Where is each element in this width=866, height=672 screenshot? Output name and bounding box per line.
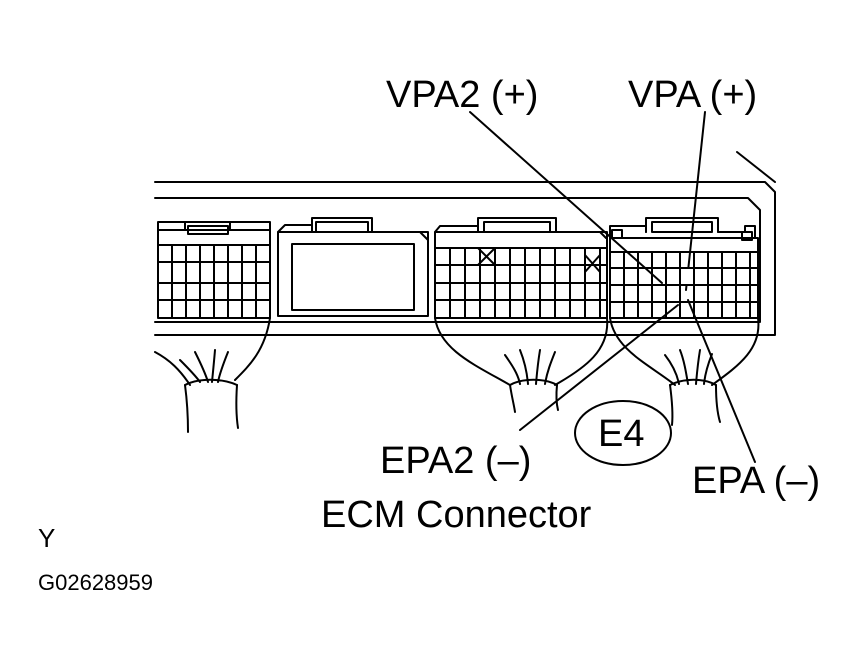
terminal-vpa2 <box>665 267 681 286</box>
label-vpa2: VPA2 (+) <box>386 74 539 116</box>
leader-epa <box>687 299 756 463</box>
terminal-block-3 <box>434 217 608 319</box>
label-epa2: EPA2 (–) <box>380 440 532 482</box>
wire-harness <box>154 317 760 433</box>
label-epa: EPA (–) <box>692 460 821 502</box>
terminal-vpa <box>679 267 695 286</box>
terminal-block-2-empty <box>277 217 429 317</box>
caption: ECM Connector <box>321 494 592 536</box>
corner-mark: Y <box>38 523 56 553</box>
terminal-block-1 <box>157 221 271 319</box>
label-vpa: VPA (+) <box>628 74 758 116</box>
label-connector-code: E4 <box>598 413 645 455</box>
leader-vpa2 <box>469 111 663 284</box>
connector-housing-inner <box>154 197 761 323</box>
connector-code-ellipse <box>574 400 672 466</box>
connector-housing-top <box>154 181 776 336</box>
leader-epa2 <box>519 304 679 431</box>
figure-id: G02628959 <box>38 570 153 595</box>
leader-vpa <box>685 111 706 291</box>
housing-corner-line <box>736 151 776 183</box>
